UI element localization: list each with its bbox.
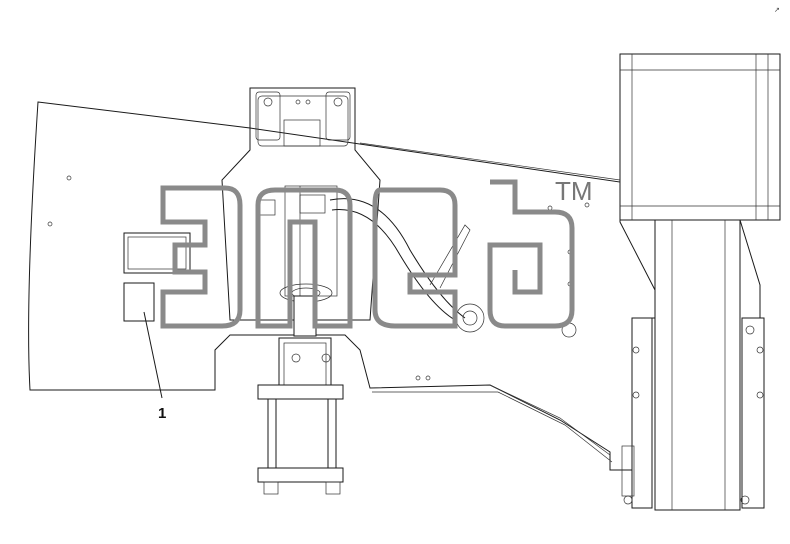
- frame-outline: [28, 101, 656, 471]
- frame-top-edge: [359, 142, 621, 181]
- right-column: [619, 53, 781, 511]
- callout-label: 1: [158, 405, 166, 422]
- frame-inner-line: [372, 391, 613, 463]
- lower-cylinder: [257, 337, 344, 495]
- callout-leader: [143, 311, 163, 399]
- hose: [329, 198, 485, 333]
- frame-lower-step: [489, 384, 611, 456]
- trademark-symbol: TM: [555, 176, 593, 206]
- watermark-logo: [160, 179, 575, 329]
- corner-mark: ↗: [774, 7, 780, 14]
- label-plate: [123, 232, 191, 322]
- central-housing: [221, 87, 381, 337]
